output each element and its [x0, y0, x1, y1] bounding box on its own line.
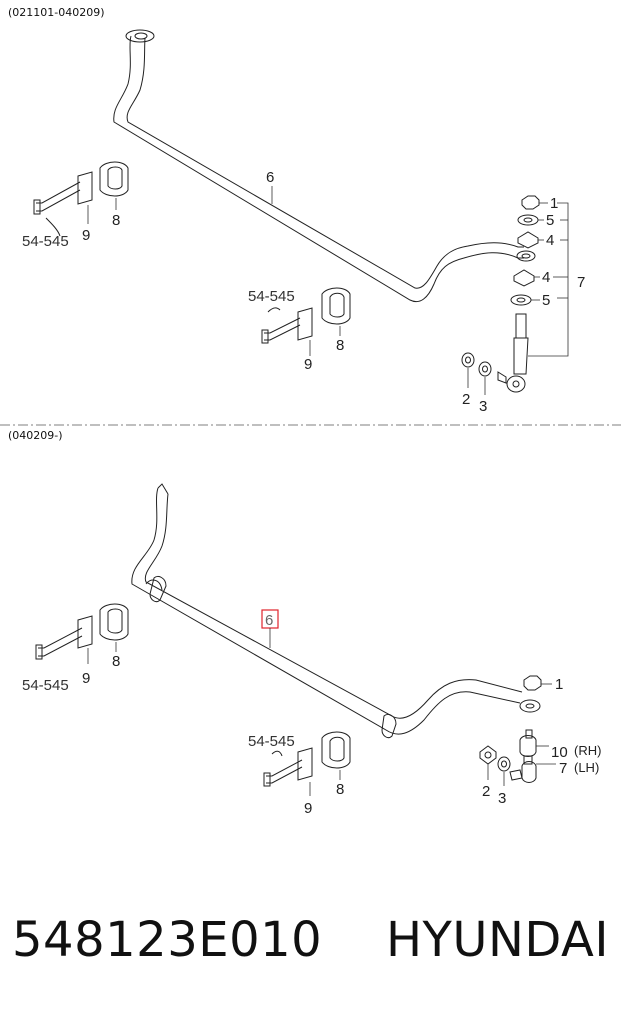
callout-bushing-8-1c: 8: [336, 337, 344, 354]
callout-bracket-9-2c: 9: [304, 800, 312, 817]
washer-2-2[interactable]: [479, 745, 497, 765]
brand-name: HYUNDAI: [385, 912, 609, 968]
washer-3-2[interactable]: [497, 756, 511, 772]
callout-washer-2-2: 2: [482, 783, 490, 800]
section-2-range: (040209-): [8, 429, 63, 442]
callout-bar-1: 6: [266, 169, 274, 186]
callout-bushing-8-2: 8: [112, 653, 120, 670]
bolt-ref-left-1: 54-545: [22, 233, 69, 250]
callout-link-lh: 7: [559, 760, 567, 777]
washer-3-1[interactable]: [478, 361, 492, 377]
callout-bracket-9-1c: 9: [304, 356, 312, 373]
stabilizer-bar-1[interactable]: [113, 29, 536, 303]
bolt-ref-center-2: 54-545: [248, 733, 295, 750]
callout-bushing-8-1: 8: [112, 212, 120, 229]
callout-link-assy-1: 7: [577, 274, 585, 291]
callout-washer-3-2: 3: [498, 790, 506, 807]
washer-2-1[interactable]: [461, 352, 475, 368]
clamp-group-center-2[interactable]: [263, 731, 351, 787]
part-number: 548123E010: [12, 912, 323, 968]
clamp-group-center-1[interactable]: [261, 287, 351, 344]
callout-link-rh-side: (RH): [574, 743, 601, 758]
part-caption: 548123E010 HYUNDAI: [0, 900, 621, 980]
nut-2[interactable]: [523, 675, 542, 691]
callout-bushing-1a: 4: [546, 232, 554, 249]
section-1-range: (021101-040209): [8, 6, 105, 19]
callout-bracket-9-2: 9: [82, 670, 90, 687]
callout-cup-washer-1b: 5: [542, 292, 550, 309]
callout-washer-3-1: 3: [479, 398, 487, 415]
clamp-group-left-1[interactable]: [33, 161, 129, 237]
link-hardware-stack-1[interactable]: [510, 195, 540, 306]
callout-nut-2: 1: [555, 676, 563, 693]
bolt-ref-left-2: 54-545: [22, 677, 69, 694]
section-2: 6 1 10 (RH) 7 (LH): [22, 483, 601, 817]
callout-link-lh-side: (LH): [574, 760, 599, 775]
stabilizer-link-1[interactable]: [497, 313, 529, 393]
callout-bracket-9-1: 9: [82, 227, 90, 244]
section-1: 6 1 5 4: [22, 29, 585, 415]
callout-bushing-1b: 4: [542, 269, 550, 286]
callout-link-rh: 10: [551, 744, 568, 761]
stabilizer-bar-2[interactable]: [131, 483, 541, 739]
bracket-leader-7: [528, 202, 569, 357]
stabilizer-link-2[interactable]: [509, 729, 537, 783]
callout-washer-2-1: 2: [462, 391, 470, 408]
callout-cup-washer-1a: 5: [546, 212, 554, 229]
bolt-ref-center-1: 54-545: [248, 288, 295, 305]
callout-bushing-8-2c: 8: [336, 781, 344, 798]
clamp-group-left-2[interactable]: [35, 603, 129, 660]
callout-bar-2: 6: [265, 612, 273, 629]
callout-nut-1: 1: [550, 195, 558, 212]
